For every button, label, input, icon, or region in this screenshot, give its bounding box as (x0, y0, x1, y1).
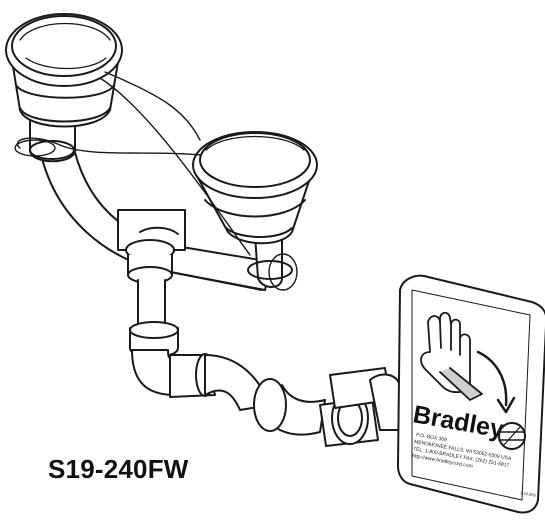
push-handle-hand-icon (420, 311, 516, 414)
bradley-logo-icon (498, 422, 526, 450)
bradley-push-flag[interactable]: Bradley P.O. BOX 309 MENOMONEE FALLS, WI… (397, 274, 545, 514)
pipe-fitting-icon (117, 209, 186, 284)
sign-address-line-1: P.O. BOX 309 (416, 432, 448, 443)
right-head-stem (247, 231, 293, 288)
left-head-stem (29, 117, 76, 163)
sign-fine-print: 1.10.003 (520, 490, 537, 498)
elbow-fitting (131, 349, 216, 398)
model-number-label: S19-240FW (48, 454, 189, 484)
horizontal-supply-pipe (204, 354, 326, 436)
eyewash-head-right-icon (192, 131, 318, 245)
vertical-supply-pipe (129, 279, 179, 358)
stay-open-valve (319, 367, 401, 447)
eyewash-head-left-icon (5, 13, 123, 128)
cover-tether (14, 71, 298, 291)
